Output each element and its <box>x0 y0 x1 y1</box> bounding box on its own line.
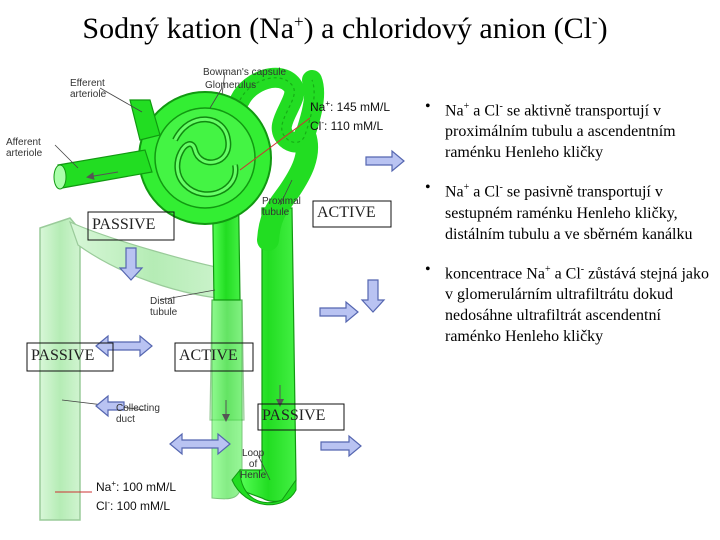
concentration-top: Na+: 145 mM/L Cl-: 110 mM/L <box>310 96 390 134</box>
concentration-top-na: Na+: 145 mM/L <box>310 96 390 115</box>
label-proximal-tubule: Proximal tubule <box>262 196 301 218</box>
tag-passive-collecting: PASSIVE <box>31 347 94 365</box>
bullet-list: Na+ a Cl- se aktivně transportují v prox… <box>423 96 718 361</box>
concentration-bottom-na: Na+: 100 mM/L <box>96 476 176 495</box>
label-bowmans-capsule: Bowman's capsule <box>203 67 286 78</box>
collecting-duct <box>40 218 80 520</box>
label-afferent-arteriole: Afferent arteriole <box>6 137 42 159</box>
concentration-bottom-cl: Cl-: 100 mM/L <box>96 495 176 514</box>
label-collecting-duct: Collecting duct <box>116 403 160 425</box>
tag-passive-distal: PASSIVE <box>262 407 325 425</box>
arrow-left-right-left <box>96 336 152 356</box>
arrow-down-active <box>362 280 384 312</box>
afferent-arteriole <box>54 150 152 189</box>
arrow-right-top <box>366 151 404 171</box>
tag-active-proximal: ACTIVE <box>317 204 376 222</box>
tag-passive-descending: PASSIVE <box>92 216 155 234</box>
arrow-right-mid <box>320 302 358 322</box>
concentration-bottom: Na+: 100 mM/L Cl-: 100 mM/L <box>96 476 176 514</box>
arrow-right-right <box>321 436 361 456</box>
glomerulus <box>139 92 271 224</box>
arrow-left-right-bottom <box>170 434 230 454</box>
label-distal-tubule: Distal tubule <box>150 296 177 318</box>
tag-active-ascending: ACTIVE <box>179 347 238 365</box>
label-efferent-arteriole: Efferent arteriole <box>70 78 106 100</box>
label-glomerulus: Glomerulus <box>205 80 256 91</box>
efferent-arteriole <box>130 100 160 140</box>
bullet-item: koncentrace Na+ a Cl- zůstává stejná jak… <box>423 259 718 347</box>
bullet-item: Na+ a Cl- se aktivně transportují v prox… <box>423 96 718 163</box>
label-loop-of-henle: Loop of Henle <box>240 448 266 481</box>
bullet-item: Na+ a Cl- se pasivně transportují v sest… <box>423 177 718 244</box>
concentration-top-cl: Cl-: 110 mM/L <box>310 115 390 134</box>
